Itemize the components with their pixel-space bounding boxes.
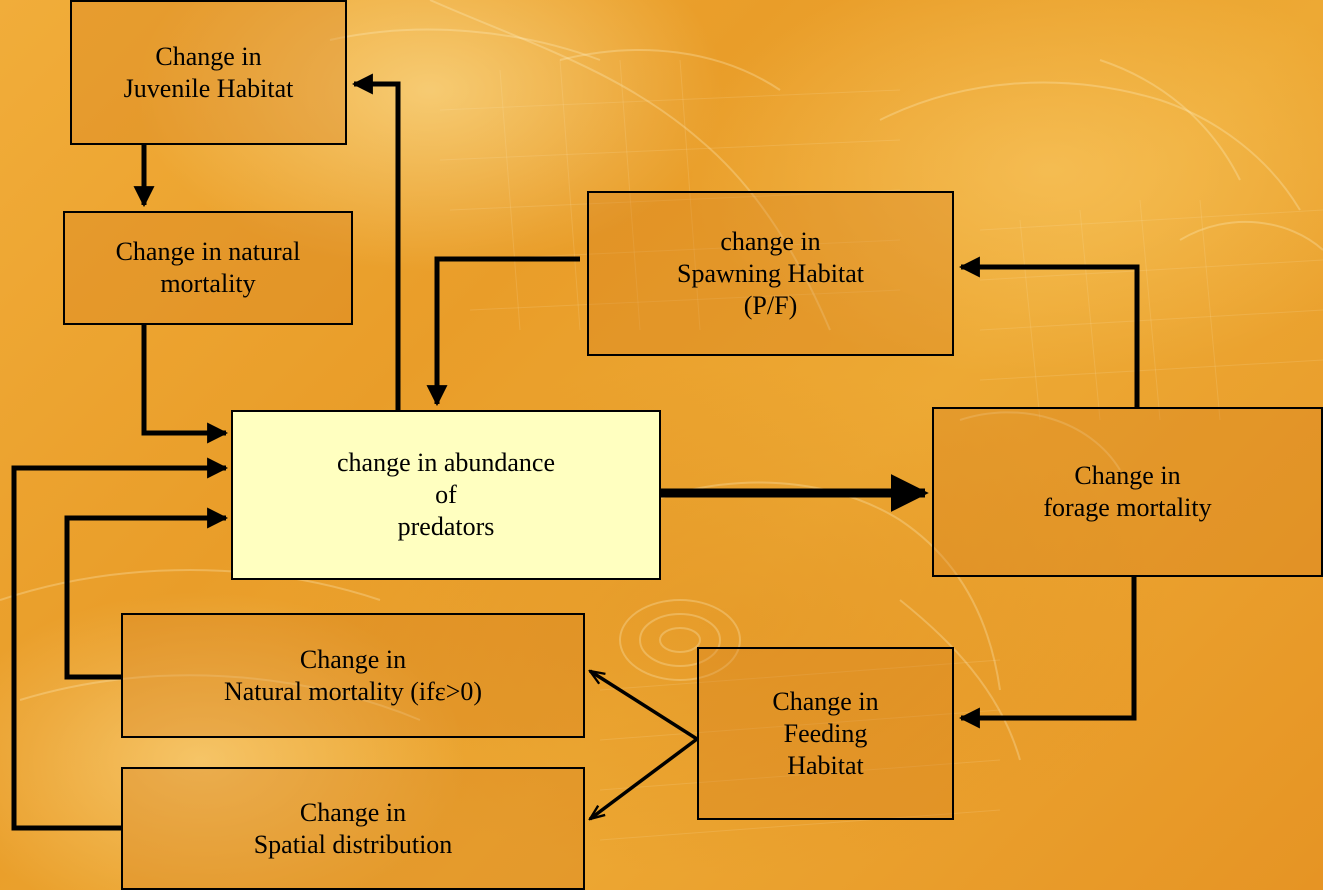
edge-forage-to-feeding	[958, 577, 1137, 729]
node-label-line: Change in	[299, 644, 407, 674]
forage-mortality-box: Change in forage mortality	[932, 407, 1323, 577]
edge-feeding-to-natural-mortality-eps	[590, 671, 698, 741]
edge-spatial-to-abundance	[11, 457, 229, 831]
node-label-line: Spawning Habitat	[676, 258, 865, 288]
node-label-line: forage mortality	[1043, 493, 1212, 522]
edge-abundance-to-juvenile-habitat	[351, 73, 401, 410]
node-label-line: Change in	[1074, 461, 1181, 490]
node-label-line: predators	[397, 512, 495, 541]
edge-spawning-to-abundance	[426, 256, 580, 407]
natural-mortality-juvenile-box: Change in natural mortality	[63, 211, 353, 325]
edge-natural-mortality-to-abundance	[141, 325, 229, 444]
node-label-line: of	[435, 480, 457, 509]
edge-feeding-to-spatial-distribution	[590, 737, 699, 819]
edge-natural-mortality-eps-to-abundance	[64, 507, 229, 680]
node-label-line: Habitat	[787, 750, 864, 780]
node-label-line: Change in natural	[115, 237, 301, 266]
node-label-line: (P/F)	[743, 290, 798, 320]
node-label-line: mortality	[160, 269, 256, 298]
node-label-line: Feeding	[783, 718, 868, 748]
node-label-line: Natural mortality (ifε>0)	[223, 676, 483, 706]
node-label-line: Spatial distribution	[253, 829, 453, 859]
node-label-line: change in abundance	[336, 448, 555, 477]
edge-forage-to-spawning	[958, 256, 1140, 407]
node-label-line: Juvenile Habitat	[123, 73, 294, 103]
node-label-line: change in	[720, 226, 821, 256]
node-label-line: Change in	[299, 797, 407, 827]
node-label-line: Change in	[772, 686, 879, 716]
abundance-predators-box: change in abundance of predators	[231, 410, 661, 580]
node-label-line: Change in	[155, 41, 262, 71]
